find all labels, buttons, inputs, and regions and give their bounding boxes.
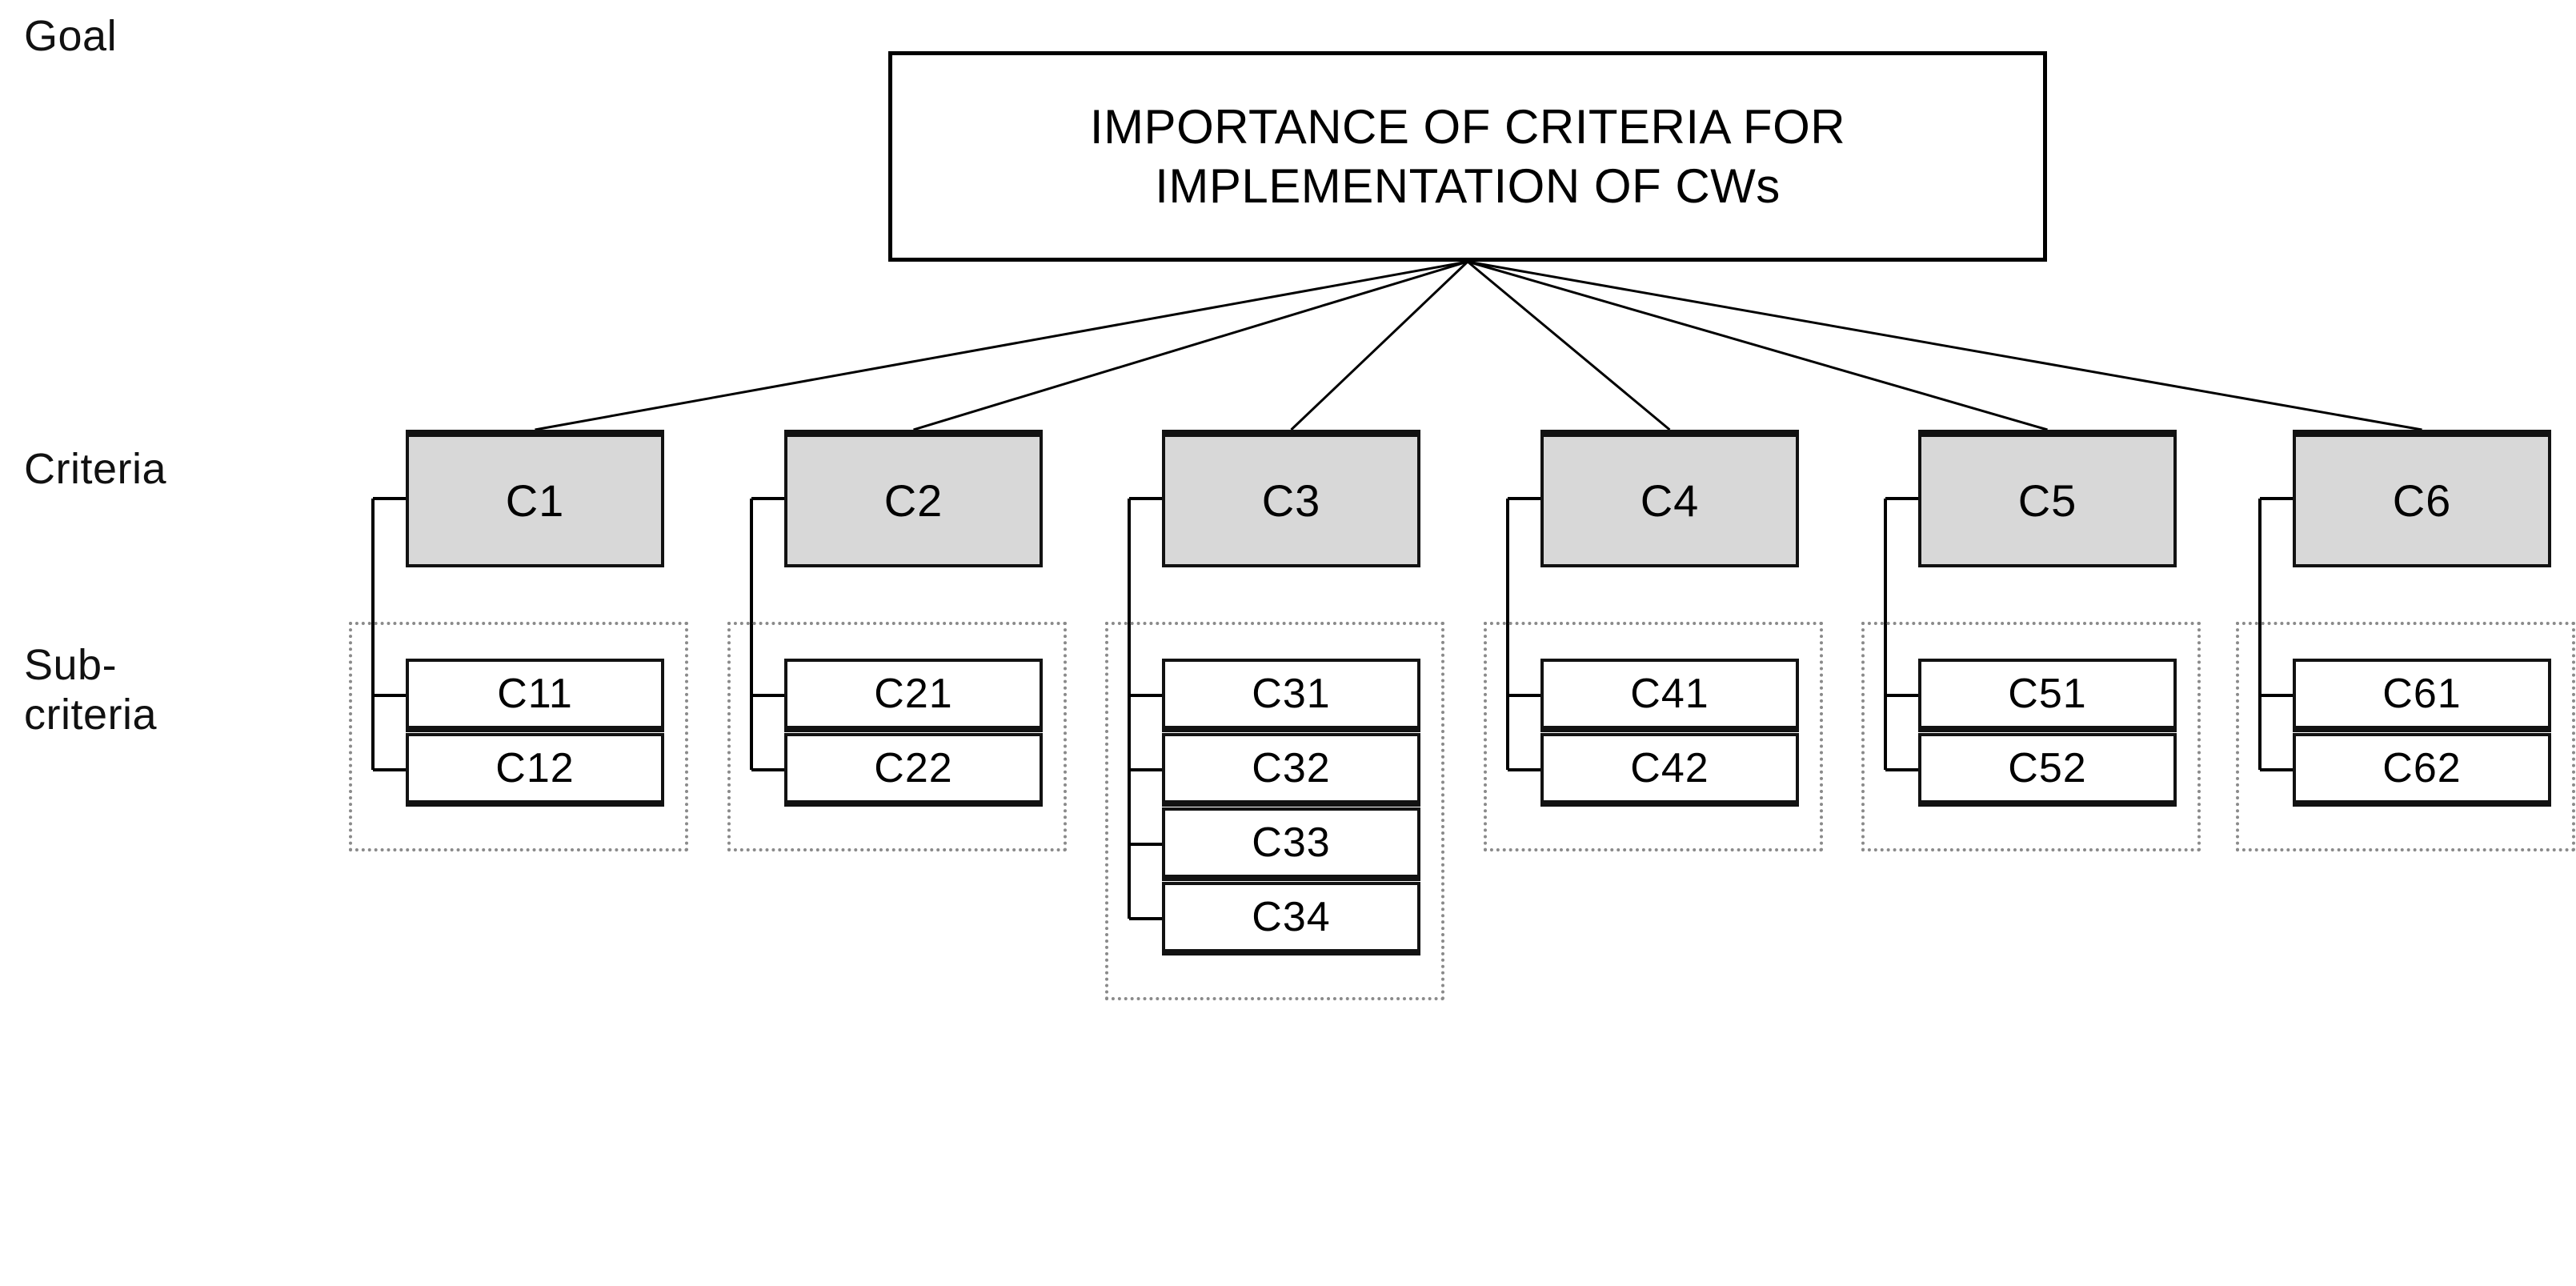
criteria-label: C3	[1261, 475, 1321, 526]
goal-to-criteria-link	[1467, 260, 2422, 431]
subcriteria-node-c31[interactable]: C31	[1162, 659, 1420, 732]
subcriteria-label: C12	[495, 745, 575, 791]
subcriteria-label: C51	[2008, 671, 2087, 717]
subcriteria-node-c62[interactable]: C62	[2293, 733, 2551, 807]
criteria-node-c6[interactable]: C6	[2293, 430, 2551, 567]
subcriteria-label: C11	[497, 671, 573, 717]
subcriteria-group-c3	[1105, 622, 1444, 1000]
criteria-node-c5[interactable]: C5	[1918, 430, 2177, 567]
subcriteria-node-c34[interactable]: C34	[1162, 882, 1420, 955]
criteria-node-c4[interactable]: C4	[1540, 430, 1799, 567]
subcriteria-node-c21[interactable]: C21	[784, 659, 1043, 732]
criteria-label: C4	[1640, 475, 1700, 526]
row-label-subcriteria: Sub- criteria	[24, 641, 158, 739]
subcriteria-label: C31	[1252, 671, 1331, 717]
goal-to-criteria-link	[913, 260, 1468, 431]
subcriteria-node-c51[interactable]: C51	[1918, 659, 2177, 732]
criteria-label: C5	[2017, 475, 2077, 526]
subcriteria-label: C33	[1252, 819, 1331, 866]
subcriteria-group-c4	[1484, 622, 1823, 851]
subcriteria-label: C21	[874, 671, 953, 717]
criteria-label: C2	[883, 475, 943, 526]
goal-to-criteria-link	[535, 260, 1468, 431]
goal-to-criteria-link	[1290, 260, 1469, 431]
subcriteria-label: C32	[1252, 745, 1331, 791]
subcriteria-label: C22	[874, 745, 953, 791]
goal-node[interactable]: IMPORTANCE OF CRITERIA FOR IMPLEMENTATIO…	[888, 51, 2047, 262]
criteria-node-c3[interactable]: C3	[1162, 430, 1420, 567]
subcriteria-label: C62	[2382, 745, 2462, 791]
criteria-label: C1	[505, 475, 565, 526]
subcriteria-node-c42[interactable]: C42	[1540, 733, 1799, 807]
subcriteria-label: C34	[1252, 894, 1331, 940]
subcriteria-label: C41	[1630, 671, 1709, 717]
criteria-label: C6	[2392, 475, 2452, 526]
subcriteria-label: C52	[2008, 745, 2087, 791]
subcriteria-node-c61[interactable]: C61	[2293, 659, 2551, 732]
subcriteria-group-c2	[727, 622, 1067, 851]
subcriteria-group-c6	[2236, 622, 2575, 851]
subcriteria-node-c52[interactable]: C52	[1918, 733, 2177, 807]
subcriteria-node-c11[interactable]: C11	[406, 659, 664, 732]
subcriteria-node-c32[interactable]: C32	[1162, 733, 1420, 807]
subcriteria-group-c5	[1861, 622, 2201, 851]
goal-to-criteria-link	[1467, 260, 2048, 431]
goal-title: IMPORTANCE OF CRITERIA FOR IMPLEMENTATIO…	[1089, 99, 1846, 213]
subcriteria-label: C42	[1630, 745, 1709, 791]
subcriteria-node-c12[interactable]: C12	[406, 733, 664, 807]
row-label-goal: Goal	[24, 12, 118, 60]
criteria-node-c2[interactable]: C2	[784, 430, 1043, 567]
criteria-node-c1[interactable]: C1	[406, 430, 664, 567]
subcriteria-node-c33[interactable]: C33	[1162, 807, 1420, 881]
row-label-criteria: Criteria	[24, 445, 167, 493]
goal-to-criteria-link	[1467, 260, 1671, 431]
subcriteria-label: C61	[2382, 671, 2462, 717]
subcriteria-group-c1	[349, 622, 688, 851]
subcriteria-node-c41[interactable]: C41	[1540, 659, 1799, 732]
subcriteria-node-c22[interactable]: C22	[784, 733, 1043, 807]
